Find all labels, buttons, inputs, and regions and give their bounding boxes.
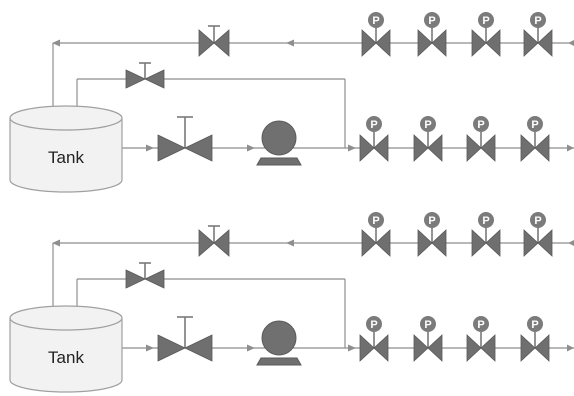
valve-badge: P — [372, 15, 379, 27]
tank-label: Tank — [48, 348, 84, 367]
flow-arrow-icon — [567, 144, 574, 152]
pneumatic-valve-icon[interactable]: P — [466, 116, 496, 162]
valve-badge: P — [531, 119, 538, 131]
pneumatic-valve-icon[interactable]: P — [413, 116, 443, 162]
valve-badge: P — [482, 15, 489, 27]
pneumatic-valve-icon[interactable]: P — [466, 316, 496, 362]
pump-icon[interactable] — [256, 320, 302, 366]
pneumatic-valve-icon[interactable]: P — [359, 316, 389, 362]
valve-badge: P — [477, 119, 484, 131]
valve-badge: P — [424, 319, 431, 331]
flow-arrow-icon — [348, 144, 356, 152]
flow-arrow-icon — [567, 344, 574, 352]
flow-arrow-icon — [247, 144, 255, 152]
pneumatic-valve-icon[interactable]: P — [361, 212, 391, 257]
valve-badge: P — [428, 15, 435, 27]
flow-arrow-icon — [568, 240, 574, 246]
manual-valve-icon[interactable] — [198, 225, 230, 257]
valve-badge: P — [370, 119, 377, 131]
valve-badge: P — [370, 319, 377, 331]
system-2: Tank P — [9, 212, 574, 393]
valve-badge: P — [477, 319, 484, 331]
pneumatic-valve-icon[interactable]: P — [361, 12, 391, 57]
flow-arrow-icon — [146, 144, 154, 152]
pump-icon[interactable] — [256, 120, 302, 166]
manual-valve-icon[interactable] — [198, 25, 230, 57]
valve-badge: P — [531, 319, 538, 331]
flow-arrow-icon — [348, 344, 356, 352]
flow-arrow-icon — [568, 40, 574, 46]
valve-badge: P — [424, 119, 431, 131]
pneumatic-valve-icon[interactable]: P — [523, 212, 553, 257]
manual-valve-icon[interactable] — [125, 62, 165, 89]
pneumatic-valve-icon[interactable]: P — [417, 12, 447, 57]
flow-arrow-icon — [146, 344, 154, 352]
flow-arrow-icon — [52, 39, 60, 47]
valve-badge: P — [372, 215, 379, 227]
flow-arrow-icon — [247, 344, 255, 352]
pneumatic-valve-icon[interactable]: P — [359, 116, 389, 162]
valve-badge: P — [534, 215, 541, 227]
pneumatic-valve-icon[interactable]: P — [417, 212, 447, 257]
valve-badge: P — [534, 15, 541, 27]
valve-badge: P — [482, 215, 489, 227]
pneumatic-valve-icon[interactable]: P — [413, 316, 443, 362]
flow-arrow-icon — [52, 239, 60, 247]
flow-arrow-icon — [286, 39, 294, 47]
manual-valve-icon[interactable] — [157, 316, 213, 362]
pneumatic-valve-icon[interactable]: P — [471, 12, 501, 57]
pneumatic-valve-icon[interactable]: P — [471, 212, 501, 257]
valve-badge: P — [428, 215, 435, 227]
manual-valve-icon[interactable] — [125, 262, 165, 289]
tank-label: Tank — [48, 148, 84, 167]
pneumatic-valve-icon[interactable]: P — [520, 316, 550, 362]
system-1: Tank P — [9, 12, 574, 193]
flow-arrow-icon — [286, 239, 294, 247]
tank: Tank — [9, 105, 123, 193]
pneumatic-valve-icon[interactable]: P — [523, 12, 553, 57]
pneumatic-valve-icon[interactable]: P — [520, 116, 550, 162]
tank: Tank — [9, 305, 123, 393]
manual-valve-icon[interactable] — [157, 116, 213, 162]
